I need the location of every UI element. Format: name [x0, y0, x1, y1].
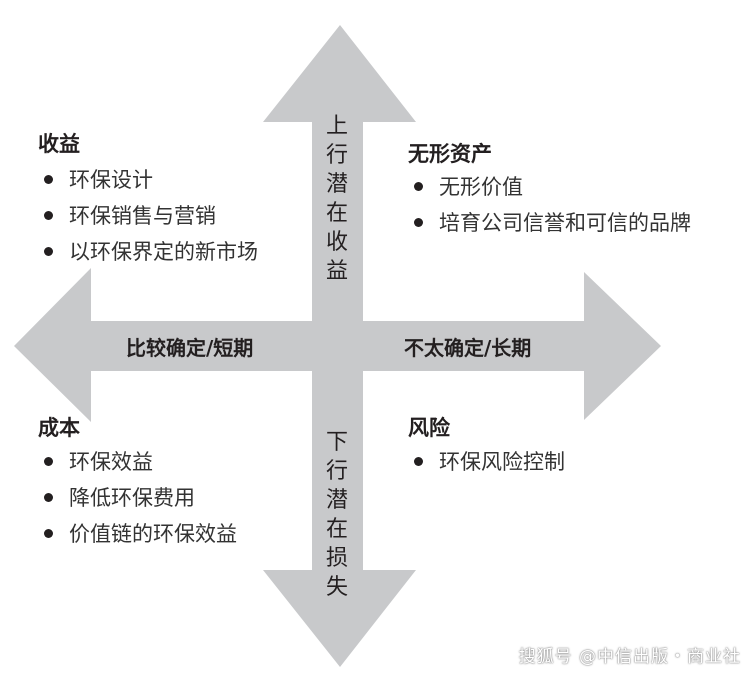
cost-list: 环保效益 降低环保费用 价值链的环保效益	[38, 444, 237, 552]
list-item: 环保设计	[38, 162, 258, 198]
list-item: 价值链的环保效益	[38, 516, 237, 552]
list-item: 培育公司信誉和可信的品牌	[408, 205, 691, 241]
list-item: 降低环保费用	[38, 480, 237, 516]
list-item: 环保风险控制	[408, 444, 565, 480]
risk-list: 环保风险控制	[408, 444, 565, 480]
arrow-shape	[14, 25, 661, 667]
watermark: 搜狐号 @中信出版・商业社	[518, 647, 741, 667]
list-item: 无形价值	[408, 169, 691, 205]
intangibles-list: 无形价值 培育公司信誉和可信的品牌	[408, 169, 691, 241]
axis-label-up: 上行潜在收益	[325, 114, 348, 284]
quadrant-title-revenue: 收益	[38, 132, 80, 156]
revenue-list: 环保设计 环保销售与营销 以环保界定的新市场	[38, 162, 258, 270]
axis-label-down: 下行潜在损失	[325, 430, 348, 600]
axis-label-right: 不太确定/长期	[404, 336, 532, 360]
quadrant-title-intangibles: 无形资产	[408, 142, 492, 166]
axis-label-left: 比较确定/短期	[126, 336, 254, 360]
list-item: 环保销售与营销	[38, 198, 258, 234]
quadrant-title-risk: 风险	[408, 416, 450, 440]
quadrant-title-cost: 成本	[38, 416, 80, 440]
list-item: 以环保界定的新市场	[38, 234, 258, 270]
list-item: 环保效益	[38, 444, 237, 480]
